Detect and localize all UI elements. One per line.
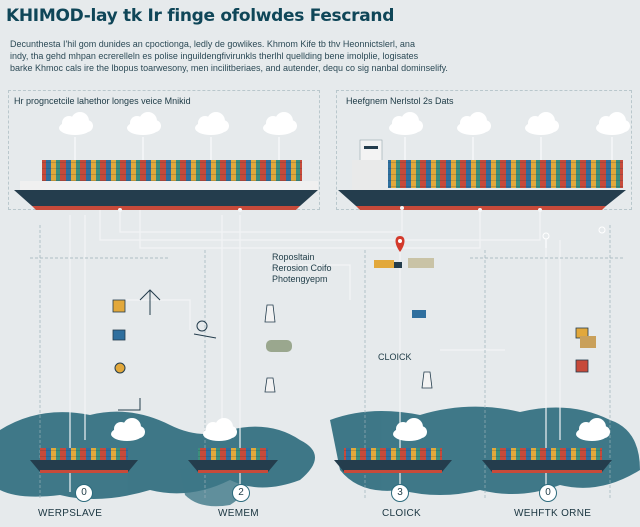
cargo-ship-small — [334, 448, 452, 473]
stage-number: 2 — [232, 484, 250, 502]
left-panel-title: Hr progncetcile lahethor longes veice Mn… — [14, 96, 191, 106]
cargo-ship-small — [30, 448, 138, 473]
right-panel-title: Heefgnem Nerlstol 2s Dats — [346, 96, 454, 106]
location-pin-icon — [395, 236, 405, 252]
annotation-line: Rerosion Coifo — [272, 263, 332, 273]
description-line: indy, tha gehd mhpan ecrerelleln es poli… — [10, 51, 419, 61]
stage-label: WEHFTK ORNE — [514, 508, 592, 519]
description-line: Decunthesta I'hil gom dunides an cpoctio… — [10, 39, 415, 49]
lighthouse-icon — [264, 304, 433, 393]
route-annotation: Roposltain Rerosion Coifo Photengyepm — [272, 252, 332, 285]
anchor-icon — [542, 226, 606, 248]
stage-number: 0 — [539, 484, 557, 502]
annotation-line: Roposltain — [272, 252, 315, 262]
page-title: KHIMOD-lay tk Ir finge ofolwdes Fescrand — [6, 6, 395, 26]
crane-icon — [118, 289, 161, 411]
cargo-box-icon — [112, 299, 589, 373]
stage-label: WERPSLAVE — [38, 508, 103, 519]
description: Decunthesta I'hil gom dunides an cpoctio… — [10, 38, 630, 74]
annotation-line: Photengyepm — [272, 274, 328, 284]
stage-label: WEMEM — [218, 508, 259, 519]
cargo-ship-small — [482, 448, 612, 473]
stage-number: 3 — [391, 484, 409, 502]
cargo-ship-left — [14, 160, 318, 210]
cargo-ship-small — [188, 448, 278, 473]
compass-icon — [114, 320, 217, 374]
clock-annotation: CLOICK — [378, 352, 412, 362]
stage-label: CLOICK — [382, 508, 422, 519]
truck-icon — [266, 258, 596, 352]
description-line: barke Khmoc cals ire the lbopus toarweso… — [10, 63, 448, 73]
cargo-ship-right — [338, 139, 626, 210]
stage-number: 0 — [75, 484, 93, 502]
